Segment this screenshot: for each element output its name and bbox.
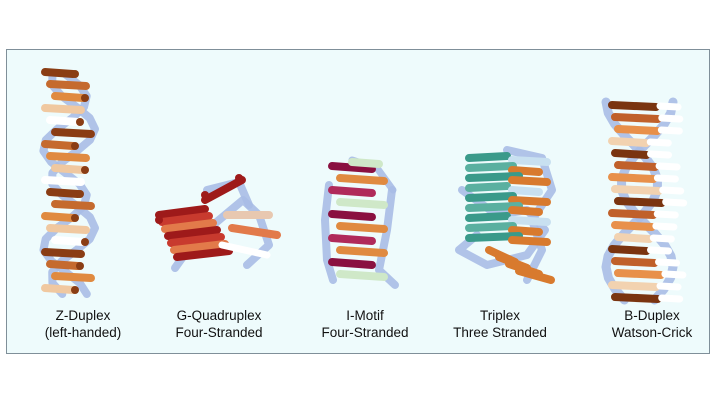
figure-panel: Z-Duplex (left-handed) G-Quadruplex Four… xyxy=(6,49,710,354)
caption-i-motif: I-Motif Four-Stranded xyxy=(285,307,445,341)
caption-g-quadruplex-subtitle: Four-Stranded xyxy=(175,325,263,340)
g-quadruplex-structure xyxy=(155,174,281,272)
caption-triplex: Triplex Three Stranded xyxy=(420,307,580,341)
caption-b-duplex-subtitle: Watson-Crick xyxy=(611,325,693,340)
caption-g-quadruplex: G-Quadruplex Four-Stranded xyxy=(139,307,299,341)
caption-b-duplex-title: B-Duplex xyxy=(624,308,680,323)
i-motif-structure xyxy=(321,156,399,289)
caption-b-duplex: B-Duplex Watson-Crick xyxy=(572,307,720,341)
caption-triplex-title: Triplex xyxy=(479,308,520,323)
caption-g-quadruplex-title: G-Quadruplex xyxy=(176,308,262,323)
structures-art xyxy=(39,68,688,305)
caption-z-duplex-subtitle: (left-handed) xyxy=(44,325,122,340)
caption-z-duplex-title: Z-Duplex xyxy=(55,308,111,323)
caption-i-motif-subtitle: Four-Stranded xyxy=(321,325,409,340)
caption-triplex-subtitle: Three Stranded xyxy=(453,325,547,340)
triplex-structure xyxy=(455,146,556,284)
b-duplex-structure xyxy=(601,97,688,305)
caption-z-duplex: Z-Duplex (left-handed) xyxy=(3,307,163,341)
z-duplex-structure xyxy=(39,68,99,298)
caption-i-motif-title: I-Motif xyxy=(346,308,384,323)
